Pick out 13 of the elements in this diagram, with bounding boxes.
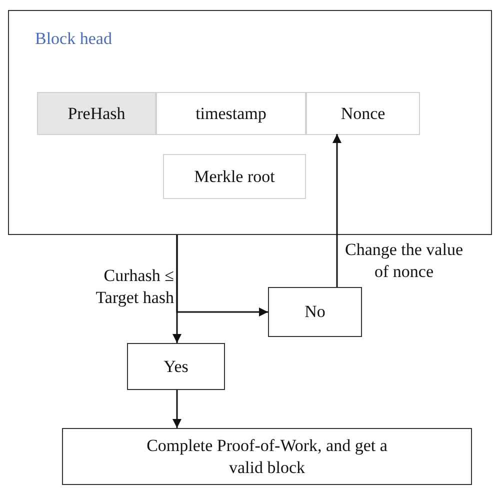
process-box: No: [268, 287, 362, 337]
arrow: [176, 235, 268, 316]
arrow: [172, 390, 182, 428]
heading: Block head: [35, 29, 112, 49]
field-cell: timestamp: [156, 92, 306, 135]
arrow: [332, 134, 342, 287]
field-cell: PreHash: [37, 92, 156, 135]
field-cell: Merkle root: [163, 154, 306, 199]
process-box: Complete Proof-of-Work, and get a valid block: [62, 428, 472, 485]
condition-label: Curhash ≤ Target hash: [94, 265, 174, 310]
block-header-box: [8, 10, 492, 235]
decision-box: Yes: [127, 343, 225, 390]
field-cell: Nonce: [306, 92, 420, 135]
